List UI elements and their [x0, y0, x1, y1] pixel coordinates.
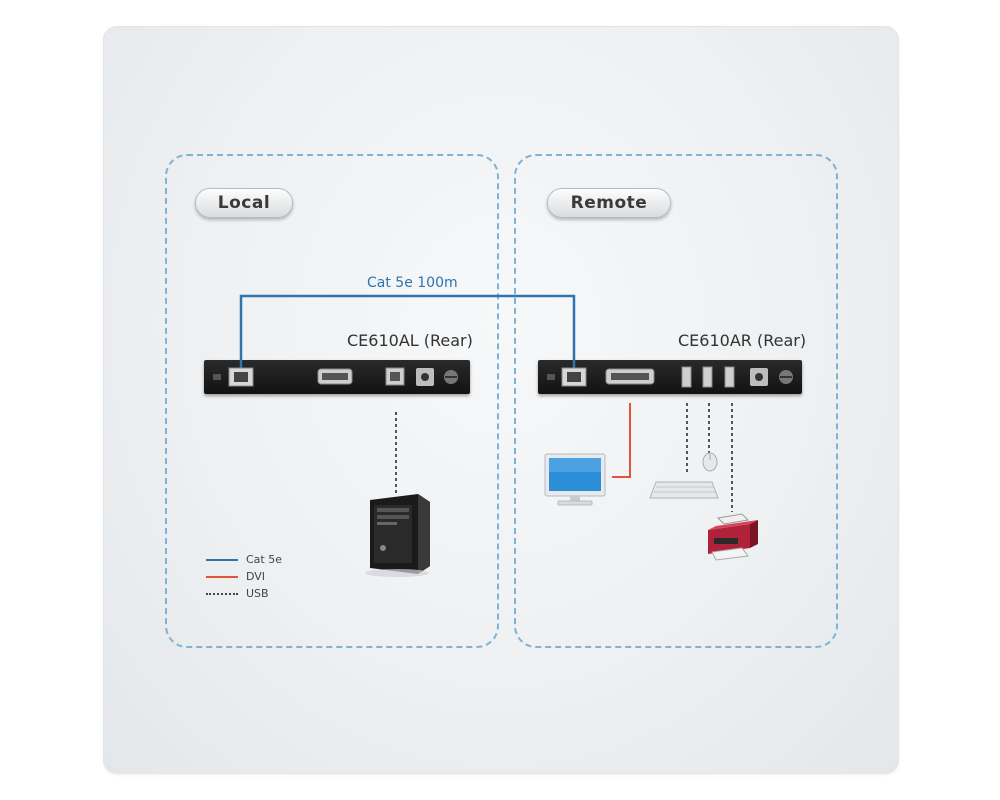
- led-indicator: [213, 374, 221, 380]
- legend-item-dvi: DVI: [206, 568, 282, 585]
- remote-region: [514, 154, 838, 648]
- remote-ports: [547, 366, 793, 388]
- usb-a-port-icon: [702, 366, 713, 388]
- legend-label: Cat 5e: [246, 553, 282, 566]
- local-label: Local: [195, 188, 293, 218]
- legend-swatch: [206, 575, 238, 578]
- cable-label: Cat 5e 100m: [367, 275, 458, 291]
- dvi-cable: [612, 403, 631, 478]
- local-device-label: CE610AL (Rear): [347, 331, 473, 350]
- local-region: [165, 154, 499, 648]
- desktop-tower-icon: [365, 494, 430, 577]
- local-ports: [213, 367, 458, 387]
- legend-swatch: [206, 592, 238, 595]
- cat5e-cable: [239, 294, 576, 370]
- mouse-icon: [702, 452, 718, 472]
- remote-label: Remote: [547, 188, 671, 218]
- legend-label: DVI: [246, 570, 266, 583]
- printer-icon: [708, 513, 758, 561]
- usb-a-port-icon: [681, 366, 692, 388]
- legend-item-cat5e: Cat 5e: [206, 551, 282, 568]
- legend-label: USB: [246, 587, 269, 600]
- keyboard-icon: [649, 481, 719, 499]
- monitor-icon: [544, 453, 606, 506]
- usb-a-port-icon: [724, 366, 735, 388]
- led-indicator: [547, 374, 555, 380]
- diagram-card: [103, 26, 899, 774]
- legend-item-usb: USB: [206, 585, 282, 602]
- legend: Cat 5e DVI USB: [206, 551, 282, 602]
- legend-swatch: [206, 558, 238, 561]
- remote-device-label: CE610AR (Rear): [678, 331, 807, 350]
